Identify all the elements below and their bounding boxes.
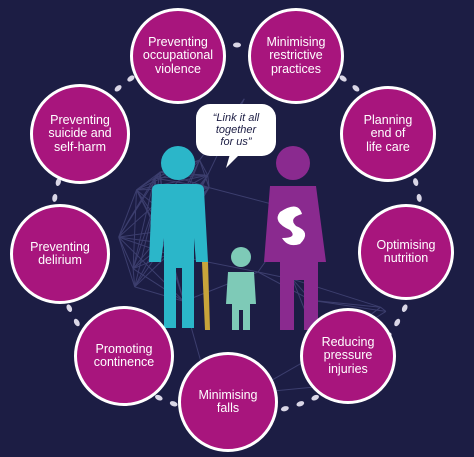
network-line: [380, 306, 387, 312]
topic-delirium: Preventing delirium: [10, 204, 110, 304]
topic-label: Planning end of life care: [363, 112, 413, 154]
topic-label: Reducing pressure injuries: [321, 334, 375, 376]
topic-label: Minimising falls: [198, 387, 258, 415]
network-line: [118, 236, 134, 269]
ring-bead: [155, 394, 163, 401]
network-line: [118, 204, 155, 238]
topic-pressure-injuries: Reducing pressure injuries: [300, 308, 396, 404]
topic-falls: Minimising falls: [178, 352, 278, 452]
network-line: [311, 299, 386, 312]
topic-label: Preventing occupational violence: [142, 34, 214, 76]
ring-bead: [114, 85, 122, 92]
ring-bead: [55, 178, 61, 187]
ring-bead: [352, 85, 360, 92]
topic-label: Minimising restrictive practices: [266, 34, 326, 76]
network-line: [132, 189, 137, 269]
network-line: [118, 189, 137, 238]
ring-bead: [280, 406, 289, 412]
topic-label: Promoting continence: [93, 341, 155, 369]
network-line: [199, 159, 210, 188]
ring-bead: [416, 193, 422, 202]
ring-bead: [413, 178, 419, 187]
network-line: [132, 177, 155, 269]
network-line: [136, 174, 208, 191]
topic-occupational-violence: Preventing occupational violence: [130, 8, 226, 104]
topic-label: Optimising nutrition: [376, 237, 436, 265]
topic-label: Preventing delirium: [30, 239, 90, 267]
ring-bead: [169, 401, 178, 407]
network-line: [311, 299, 381, 308]
ring-bead: [339, 75, 347, 82]
topic-suicide-self-harm: Preventing suicide and self-harm: [30, 84, 130, 184]
ring-bead: [73, 318, 80, 327]
network-line: [134, 253, 169, 288]
topic-label: Preventing suicide and self-harm: [48, 112, 112, 154]
network-line: [136, 171, 161, 191]
network-line: [132, 204, 155, 269]
adult-person-left-icon: [149, 146, 210, 330]
topic-end-of-life-care: Planning end of life care: [340, 86, 436, 182]
network-line: [199, 159, 209, 176]
child-person-icon: [226, 247, 256, 330]
ring-bead: [394, 318, 401, 327]
ring-bead: [296, 401, 305, 407]
topic-nutrition: Optimising nutrition: [358, 204, 454, 300]
speech-bubble: “Link it all together for us”: [196, 104, 276, 156]
speech-bubble-tail: [226, 154, 240, 168]
speech-bubble-text: “Link it all together for us”: [212, 112, 260, 148]
ring-bead: [127, 75, 135, 82]
network-line: [132, 268, 136, 287]
ring-bead: [66, 304, 73, 312]
ring-bead: [401, 304, 408, 312]
topic-continence: Promoting continence: [74, 306, 174, 406]
ring-bead: [311, 394, 319, 401]
adult-person-right-icon: [264, 146, 326, 330]
ring-bead: [233, 42, 241, 48]
network-line: [118, 236, 136, 288]
topic-restrictive-practices: Minimising restrictive practices: [248, 8, 344, 104]
ring-bead: [52, 193, 58, 202]
